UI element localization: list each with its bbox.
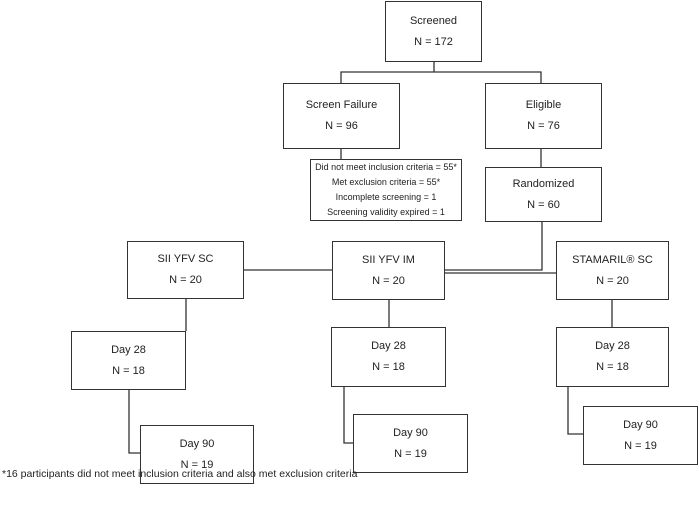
connector-im-day90 [343, 387, 353, 444]
node-screened-count: N = 172 [414, 35, 453, 48]
node-stamaril-sc-title: STAMARIL® SC [572, 253, 653, 266]
node-sc-day90-title: Day 90 [179, 437, 215, 450]
node-sc-day90: Day 90 N = 19 [140, 425, 254, 484]
node-im-day28: Day 28 N = 18 [331, 327, 446, 387]
node-stamaril-sc-count: N = 20 [596, 274, 629, 287]
node-randomized-title: Randomized [512, 177, 575, 190]
node-sc-day28-count: N = 18 [112, 364, 145, 377]
node-im-day90-title: Day 90 [393, 426, 428, 439]
connector-screened-split [340, 62, 542, 83]
node-sii-yfv-sc-count: N = 20 [169, 274, 202, 286]
node-sii-yfv-im-count: N = 20 [372, 274, 405, 287]
node-stamaril-day28-count: N = 18 [596, 361, 629, 373]
connector-randomized-arms [445, 222, 543, 271]
node-eligible-title: Eligible [525, 99, 562, 111]
node-exclusions: Did not meet inclusion criteria = 55* Me… [310, 159, 462, 221]
node-randomized-count: N = 60 [527, 198, 560, 211]
node-stamaril-day90: Day 90 N = 19 [583, 406, 698, 465]
node-im-day90-count: N = 19 [394, 447, 427, 460]
node-screen-failure: Screen Failure N = 96 [283, 83, 400, 149]
exclusion-item: Met exclusion criteria = 55* [331, 177, 441, 187]
node-sc-day28-title: Day 28 [111, 343, 146, 356]
node-stamaril-day90-title: Day 90 [623, 418, 658, 431]
node-sii-yfv-sc-title: SII YFV SC [157, 253, 214, 265]
node-im-day90: Day 90 N = 19 [353, 414, 468, 473]
footnote: *16 participants did not meet inclusion … [2, 468, 358, 480]
connector-sc-day90 [128, 390, 140, 454]
exclusion-item: Incomplete screening = 1 [335, 192, 437, 202]
node-stamaril-sc: STAMARIL® SC N = 20 [556, 241, 669, 300]
node-eligible-count: N = 76 [527, 120, 560, 132]
node-im-day28-title: Day 28 [371, 340, 406, 352]
node-sii-yfv-im: SII YFV IM N = 20 [332, 241, 445, 300]
exclusion-item: Did not meet inclusion criteria = 55* [315, 162, 457, 172]
node-sii-yfv-im-title: SII YFV IM [362, 253, 415, 266]
node-stamaril-day28: Day 28 N = 18 [556, 327, 669, 387]
node-screen-failure-count: N = 96 [325, 120, 358, 132]
node-sc-day90-count: N = 19 [180, 458, 214, 471]
node-stamaril-day28-title: Day 28 [595, 340, 630, 352]
connector-st-day90 [567, 387, 583, 435]
node-screen-failure-title: Screen Failure [305, 99, 378, 111]
connector-arms-horizontal [244, 269, 556, 274]
node-sii-yfv-sc: SII YFV SC N = 20 [127, 241, 244, 299]
exclusion-item: Screening validity expired = 1 [327, 207, 445, 217]
node-stamaril-day90-count: N = 19 [624, 439, 657, 452]
node-screened: Screened N = 172 [385, 1, 482, 62]
node-screened-title: Screened [409, 14, 458, 27]
node-randomized: Randomized N = 60 [485, 167, 602, 222]
node-sc-day28: Day 28 N = 18 [71, 331, 186, 390]
node-im-day28-count: N = 18 [372, 361, 405, 373]
node-eligible: Eligible N = 76 [485, 83, 602, 149]
